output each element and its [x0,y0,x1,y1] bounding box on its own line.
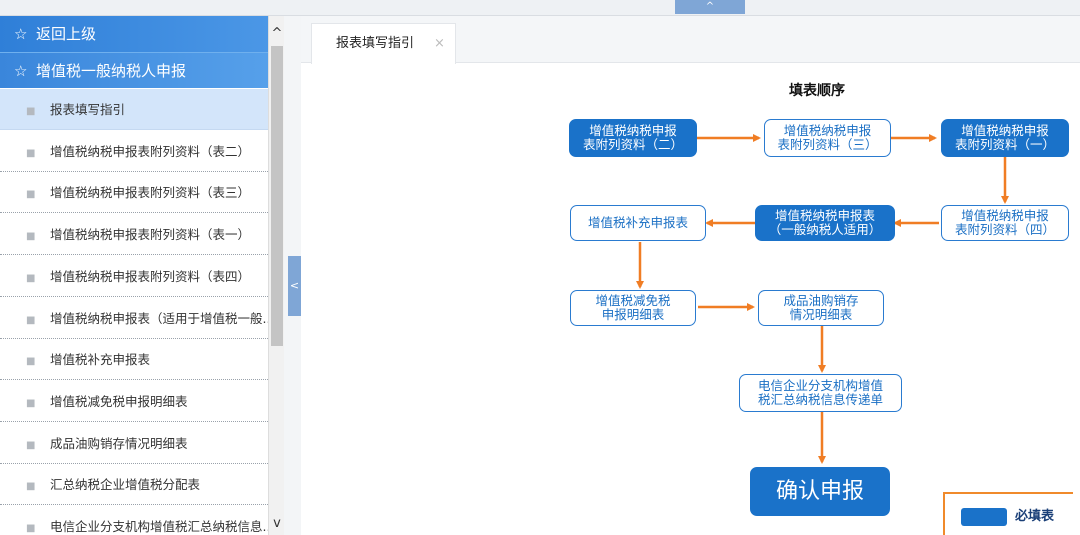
top-collapse-toggle[interactable]: ^ [675,0,745,14]
bullet-icon: ■ [26,439,36,451]
tab-fill-guide[interactable]: 报表填写指引 × [311,23,456,64]
close-icon[interactable]: × [434,36,445,51]
flow-node-attach-2[interactable]: 增值税纳税申报表附列资料（二） [569,119,697,157]
star-icon: ☆ [14,25,28,43]
bullet-icon: ■ [26,314,36,326]
main-panel: 报表填写指引 × 填表顺序 [301,16,1080,535]
bullet-icon: ■ [26,272,36,284]
sidebar-item[interactable]: ■ 增值税纳税申报表附列资料（表四） [0,256,268,297]
flow-node-telecom[interactable]: 电信企业分支机构增值税汇总纳税信息传递单 [739,374,902,412]
flow-node-attach-4[interactable]: 增值税纳税申报表附列资料（四） [941,205,1069,241]
node-line: 税汇总纳税信息传递单 [757,392,883,407]
back-to-parent-link[interactable]: ☆ 返回上级 [0,16,268,52]
sidebar-item[interactable]: ■ 增值税纳税申报表附列资料（表三） [0,172,268,214]
node-line: 表附列资料（一） [954,137,1055,152]
bullet-icon: ■ [26,481,36,493]
node-line: 表附列资料（三） [777,137,878,152]
tab-label: 报表填写指引 [336,36,415,51]
flow-node-main-return[interactable]: 增值税纳税申报表（一般纳税人适用） [755,205,895,241]
node-line: 增值税纳税申报 [961,123,1049,138]
sidebar-item[interactable]: ■ 报表填写指引 [0,89,268,130]
sidebar-item-label: 增值税纳税申报表（适用于增值税一般... [50,310,268,326]
sidebar-item[interactable]: ■ 增值税补充申报表 [0,339,268,381]
node-line: 增值税纳税申报 [783,123,872,138]
flow-node-refined-oil[interactable]: 成品油购销存情况明细表 [758,290,884,326]
node-line: 增值税纳税申报 [961,208,1049,223]
node-line: 情况明细表 [789,307,853,322]
back-label: 返回上级 [36,25,97,43]
sidebar-item-label: 增值税减免税申报明细表 [50,393,188,409]
scroll-down-icon[interactable]: v [273,516,281,531]
bullet-icon: ■ [26,356,36,368]
bullet-icon: ■ [26,397,36,409]
flow-node-attach-1[interactable]: 增值税纳税申报表附列资料（一） [941,119,1069,157]
sidebar-item[interactable]: ■ 电信企业分支机构增值税汇总纳税信息... [0,506,268,535]
sidebar-item[interactable]: ■ 增值税纳税申报表附列资料（表一） [0,214,268,256]
scroll-thumb[interactable] [271,46,283,346]
sidebar-item-label: 增值税纳税申报表附列资料（表二） [50,143,251,159]
bullet-icon: ■ [26,231,36,243]
section-label: 增值税一般纳税人申报 [36,62,187,80]
node-line: （一般纳税人适用） [768,222,882,237]
bullet-icon: ■ [26,147,36,159]
node-line: 表附列资料（四） [954,222,1055,237]
flow-node-supplement[interactable]: 增值税补充申报表 [570,205,706,241]
sidebar-item-label: 汇总纳税企业增值税分配表 [50,477,201,493]
sidebar-scrollbar[interactable]: ^ v [268,16,284,535]
sidebar-item[interactable]: ■ 增值税纳税申报表（适用于增值税一般... [0,298,268,339]
legend-label: 必填表 [1015,509,1055,524]
sidebar-item-label: 成品油购销存情况明细表 [50,435,188,451]
node-line: 确认申报 [775,478,864,504]
tab-bar: 报表填写指引 × [301,16,1080,64]
node-line: 成品油购销存 [783,293,859,308]
flow-title: 填表顺序 [789,83,845,99]
sidebar-item[interactable]: ■ 增值税减免税申报明细表 [0,381,268,422]
flow-node-exemption[interactable]: 增值税减免税申报明细表 [570,290,696,326]
collapse-sidebar-handle[interactable]: < [288,256,301,316]
section-header[interactable]: ☆ 增值税一般纳税人申报 [0,52,268,88]
top-strip: ^ [0,0,1080,16]
confirm-declare-button[interactable]: 确认申报 [750,467,890,516]
node-line: 增值税纳税申报表 [774,208,875,223]
sidebar-item-label: 电信企业分支机构增值税汇总纳税信息... [50,519,268,534]
bullet-icon: ■ [26,106,36,117]
sidebar-item-label: 增值税纳税申报表附列资料（表三） [50,185,251,201]
sidebar-item-label: 增值税补充申报表 [50,352,151,368]
sidebar-item[interactable]: ■ 增值税纳税申报表附列资料（表二） [0,131,268,172]
scroll-up-icon[interactable]: ^ [271,26,283,41]
legend-swatch [961,508,1007,526]
sidebar-item-label: 增值税纳税申报表附列资料（表一） [50,227,251,243]
node-line: 申报明细表 [601,307,665,322]
node-line: 增值税补充申报表 [587,215,688,230]
sidebar-item[interactable]: ■ 成品油购销存情况明细表 [0,423,268,464]
sidebar-item-label: 增值税纳税申报表附列资料（表四） [50,268,251,284]
flow-arrows [636,134,1009,464]
node-line: 表附列资料（二） [582,137,683,152]
bullet-icon: ■ [26,189,36,201]
legend: 必填表 [943,492,1073,535]
bullet-icon: ■ [26,523,36,534]
node-line: 增值税纳税申报 [589,123,677,138]
star-icon: ☆ [14,62,28,80]
node-line: 增值税减免税 [595,293,671,308]
flow-node-attach-3[interactable]: 增值税纳税申报表附列资料（三） [764,119,891,157]
node-line: 电信企业分支机构增值 [757,378,883,393]
sidebar-item-label: 报表填写指引 [50,102,126,117]
sidebar-item[interactable]: ■ 汇总纳税企业增值税分配表 [0,464,268,506]
sidebar: ☆ 返回上级 ☆ 增值税一般纳税人申报 ■ 报表填写指引 ■ 增值税纳税申报表附列资料（表… [0,16,268,535]
